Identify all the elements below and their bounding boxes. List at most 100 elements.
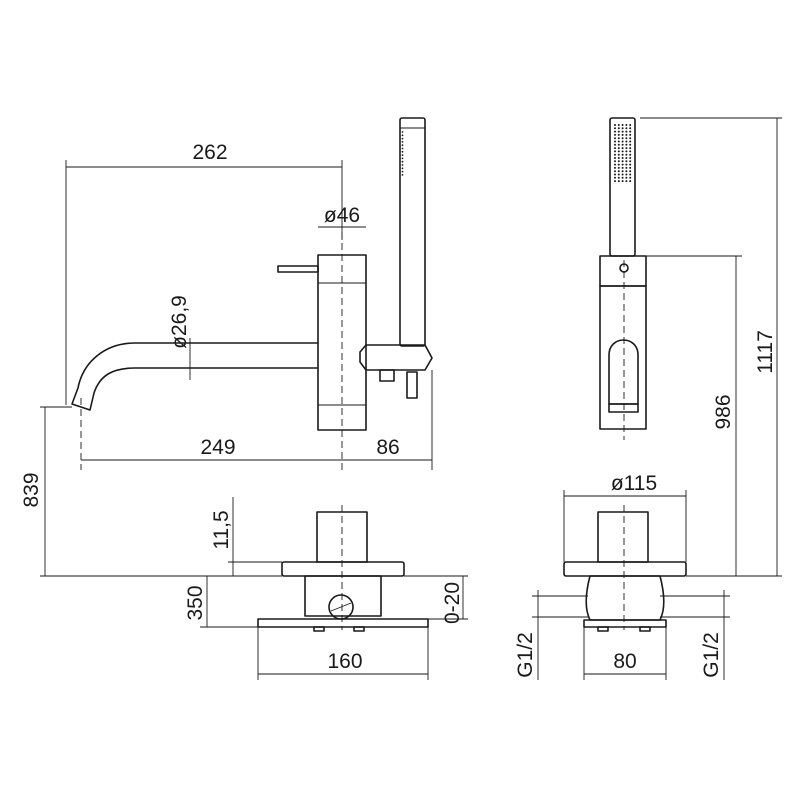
spray-hole — [629, 140, 632, 143]
spray-hole — [621, 133, 624, 136]
spray-hole — [401, 154, 404, 157]
spray-hole — [617, 133, 620, 136]
inlet-nut-detail — [330, 602, 352, 612]
spray-hole — [614, 170, 616, 173]
spray-hole — [617, 157, 620, 159]
spray-hole — [621, 140, 624, 143]
diverter-knob — [379, 369, 395, 382]
spray-hole — [625, 163, 628, 166]
spray-hole — [614, 163, 616, 166]
dim-26-9: ø26,9 — [168, 295, 191, 349]
dim-80: 80 — [613, 650, 636, 673]
hand-shower-spray-holes — [401, 131, 404, 176]
spray-hole — [401, 144, 404, 147]
front-holder — [599, 255, 647, 287]
spray-hole — [629, 137, 632, 140]
spray-hole — [625, 150, 628, 153]
hand-shower — [399, 117, 426, 347]
spray-hole — [621, 163, 624, 166]
spray-hole — [625, 127, 628, 130]
front-foot-2 — [639, 626, 651, 632]
spray-hole — [617, 160, 620, 163]
spray-hole — [621, 176, 624, 179]
spray-hole — [614, 157, 616, 159]
dim-g12-left: G1/2 — [514, 632, 537, 678]
spray-hole — [625, 166, 628, 169]
spray-hole — [617, 166, 620, 169]
spray-hole — [401, 150, 404, 153]
spray-hole — [617, 137, 620, 140]
spray-hole — [629, 170, 632, 173]
mixer-base-view — [257, 505, 429, 632]
spray-hole — [614, 124, 616, 126]
spray-hole — [614, 130, 616, 133]
spray-hole — [625, 140, 628, 143]
spray-hole — [621, 173, 624, 176]
spray-hole — [629, 166, 632, 169]
spray-hole — [625, 124, 628, 126]
dim-g12-right: G1/2 — [700, 632, 723, 678]
spray-hole — [617, 176, 620, 179]
front-foot-1 — [597, 626, 609, 632]
spray-hole — [621, 166, 624, 169]
dim-86: 86 — [376, 436, 399, 459]
left-dimensions: 262 ø46 ø26,9 249 86 839 11,5 350 0-20 — [20, 141, 468, 680]
lever-handle — [277, 265, 319, 273]
front-under-body — [585, 575, 665, 621]
spray-hole — [625, 137, 628, 140]
spray-hole — [629, 147, 632, 150]
spray-hole — [625, 170, 628, 173]
spray-hole — [401, 137, 404, 140]
spray-hole — [614, 143, 616, 146]
front-spout-opening — [608, 339, 639, 405]
spray-hole — [621, 124, 624, 126]
dim-0-20: 0-20 — [441, 582, 464, 624]
handshower-front-view — [599, 117, 647, 440]
spray-hole — [614, 137, 616, 140]
spray-hole — [401, 167, 404, 170]
front-flange — [563, 561, 687, 577]
under-deck-body — [304, 575, 382, 617]
spray-hole — [617, 140, 620, 143]
plate-foot-2 — [353, 626, 365, 632]
spray-hole — [625, 180, 628, 183]
dim-350: 350 — [184, 585, 207, 620]
spray-hole — [401, 157, 404, 160]
dim-986: 986 — [712, 394, 735, 429]
spray-hole — [625, 176, 628, 179]
mixer-side-view — [71, 117, 433, 470]
spray-hole — [629, 127, 632, 130]
spray-hole — [625, 130, 628, 133]
spray-hole — [614, 133, 616, 136]
front-base-column — [597, 511, 649, 563]
spray-hole — [625, 153, 628, 156]
deck-flange — [281, 561, 405, 577]
spray-hole — [617, 170, 620, 173]
spray-hole — [401, 131, 404, 133]
spray-hole — [621, 137, 624, 140]
spray-hole — [621, 157, 624, 159]
spray-hole — [629, 160, 632, 163]
spray-hole — [621, 127, 624, 130]
spray-hole — [401, 141, 404, 143]
dim-115: ø115 — [611, 472, 657, 495]
dim-262: 262 — [192, 141, 227, 164]
spout-tip — [71, 403, 91, 411]
dim-1117: 1117 — [754, 330, 777, 374]
spray-hole — [617, 147, 620, 150]
spray-hole — [614, 166, 616, 169]
spray-hole — [629, 176, 632, 179]
spray-hole — [629, 150, 632, 153]
spray-hole — [625, 133, 628, 136]
front-base-view — [563, 505, 687, 632]
spray-hole — [621, 180, 624, 183]
spray-hole — [401, 147, 404, 150]
spray-hole — [614, 153, 616, 156]
spray-hole — [614, 127, 616, 130]
spray-hole — [614, 176, 616, 179]
spray-hole — [629, 180, 632, 183]
spray-hole — [617, 173, 620, 176]
spray-hole — [629, 143, 632, 146]
